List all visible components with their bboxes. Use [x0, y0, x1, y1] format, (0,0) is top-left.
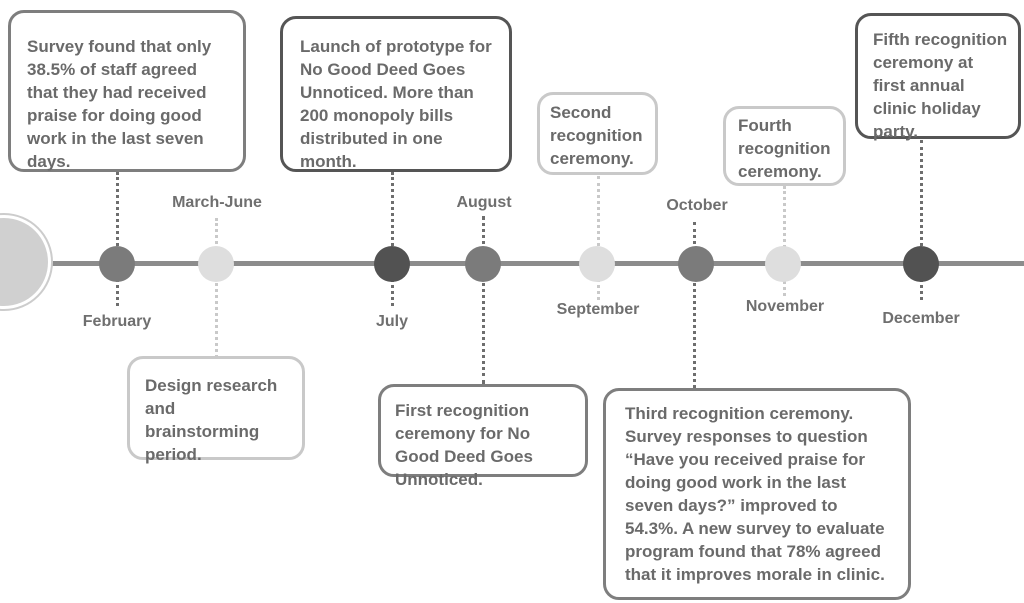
- stem-february: [116, 172, 119, 306]
- dot-september: [579, 246, 615, 282]
- month-label-november: November: [745, 298, 825, 315]
- dot-december: [903, 246, 939, 282]
- timeline-start-circle: [0, 218, 48, 306]
- stem-december: [920, 140, 923, 300]
- dot-october: [678, 246, 714, 282]
- stem-march-june: [215, 218, 218, 358]
- dot-march-june: [198, 246, 234, 282]
- month-label-december: December: [882, 310, 960, 327]
- timeline-axis: [0, 261, 1024, 266]
- dot-november: [765, 246, 801, 282]
- month-label-august: August: [456, 194, 512, 211]
- event-box-november: Fourth recognition ceremony.: [723, 106, 846, 186]
- month-label-march-june: March-June: [172, 194, 262, 211]
- event-box-september: Second recognition ceremony.: [537, 92, 658, 175]
- dot-february: [99, 246, 135, 282]
- event-box-october: Third recognition ceremony. Survey respo…: [603, 388, 911, 600]
- stem-october: [693, 222, 696, 388]
- month-label-february: February: [82, 313, 152, 330]
- stem-september: [597, 176, 600, 300]
- event-box-december: Fifth recognition ceremony at first annu…: [855, 13, 1021, 141]
- dot-july: [374, 246, 410, 282]
- stem-july: [391, 172, 394, 306]
- month-label-july: July: [375, 313, 409, 330]
- dot-august: [465, 246, 501, 282]
- month-label-october: October: [666, 197, 728, 214]
- stem-august: [482, 216, 485, 384]
- stem-november: [783, 186, 786, 296]
- event-box-july: Launch of prototype for No Good Deed Goe…: [280, 16, 512, 172]
- event-box-february: Survey found that only 38.5% of staff ag…: [8, 10, 246, 172]
- month-label-september: September: [556, 301, 640, 318]
- event-box-march-june: Design research and brainstorming period…: [127, 356, 305, 464]
- event-box-august: First recognition ceremony for No Good D…: [378, 384, 588, 489]
